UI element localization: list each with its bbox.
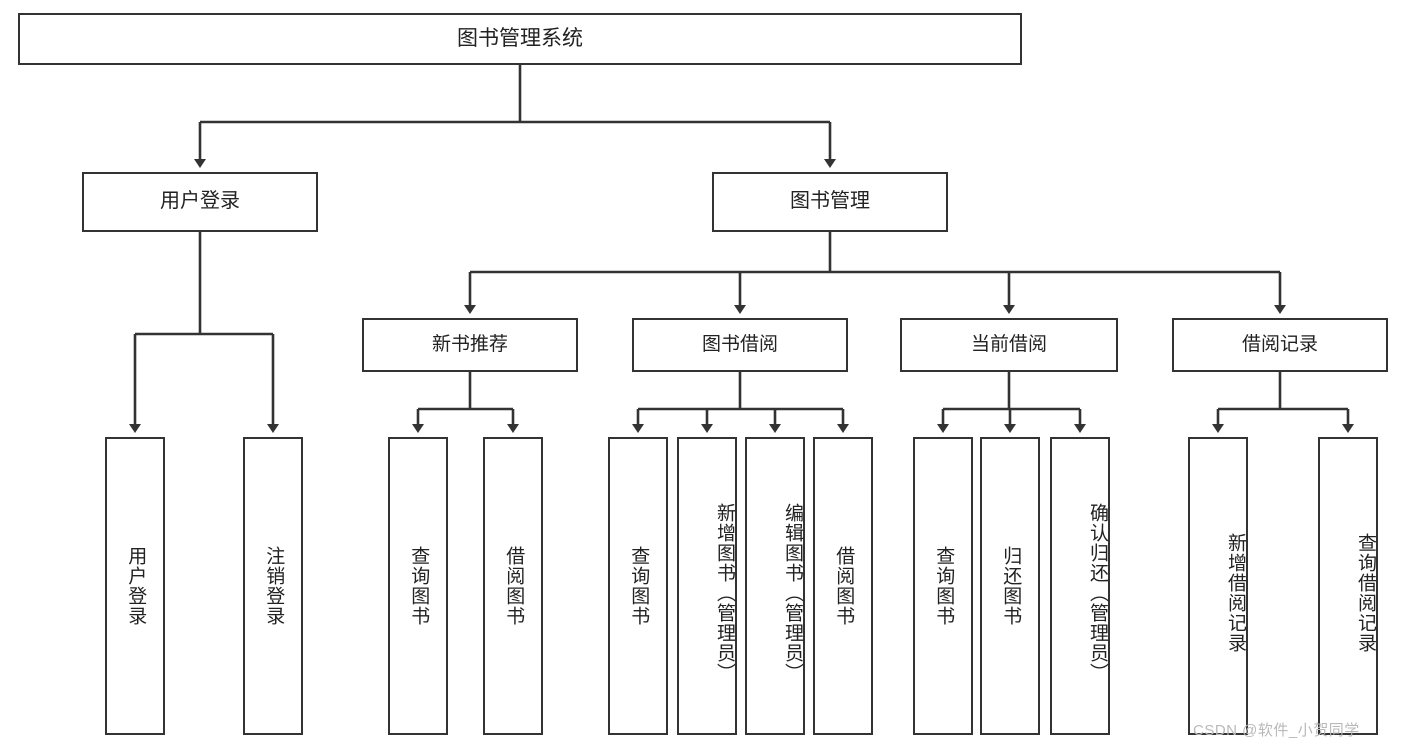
- node-user-login[interactable]: 用户登录: [82, 172, 318, 232]
- node-leaf-user-login[interactable]: 用户登录: [105, 437, 165, 735]
- node-leaf-query-book-2[interactable]: 查询图书: [608, 437, 668, 735]
- node-book-borrow[interactable]: 图书借阅: [632, 318, 848, 372]
- node-leaf-add-book[interactable]: 新增图书（管理员）: [677, 437, 737, 735]
- node-borrow-record[interactable]: 借阅记录: [1172, 318, 1388, 372]
- node-leaf-logout[interactable]: 注销登录: [243, 437, 303, 735]
- node-leaf-query-record[interactable]: 查询借阅记录: [1318, 437, 1378, 735]
- node-current-borrow[interactable]: 当前借阅: [900, 318, 1118, 372]
- node-leaf-borrow-book-1[interactable]: 借阅图书: [483, 437, 543, 735]
- node-new-book-rec[interactable]: 新书推荐: [362, 318, 578, 372]
- node-leaf-edit-book[interactable]: 编辑图书（管理员）: [745, 437, 805, 735]
- csdn-watermark: CSDN @软件_小贺同学: [1193, 722, 1360, 739]
- node-leaf-query-book-3[interactable]: 查询图书: [913, 437, 973, 735]
- node-leaf-add-record[interactable]: 新增借阅记录: [1188, 437, 1248, 735]
- node-leaf-query-book-1[interactable]: 查询图书: [388, 437, 448, 735]
- node-book-manage[interactable]: 图书管理: [712, 172, 948, 232]
- node-leaf-borrow-book-2[interactable]: 借阅图书: [813, 437, 873, 735]
- node-root[interactable]: 图书管理系统: [18, 13, 1022, 65]
- node-leaf-return-book[interactable]: 归还图书: [980, 437, 1040, 735]
- node-leaf-confirm-return[interactable]: 确认归还（管理员）: [1050, 437, 1110, 735]
